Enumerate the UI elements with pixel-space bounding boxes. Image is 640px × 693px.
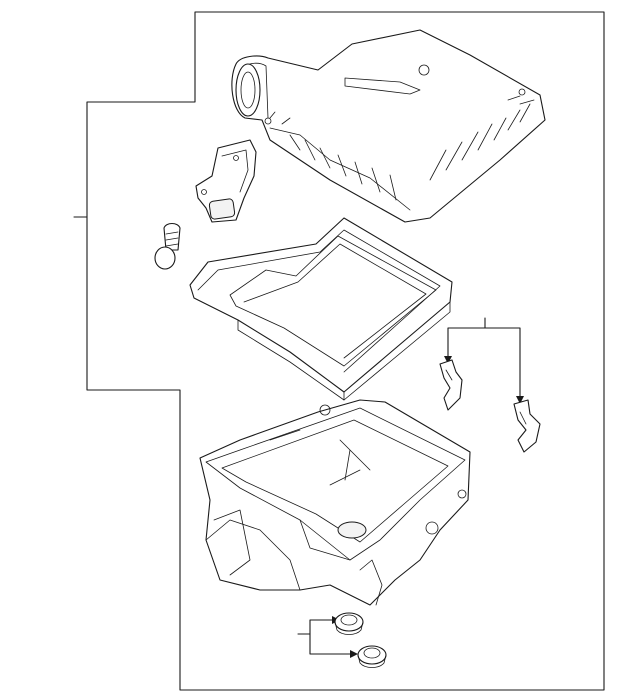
retaining-clip-alt (513, 399, 541, 453)
air-cleaner-lower-housing (199, 399, 471, 606)
screw (154, 222, 181, 270)
clip-callout (444, 317, 524, 404)
mass-air-flow-sensor (195, 139, 257, 223)
air-filter-element (189, 217, 453, 401)
air-cleaner-upper-cover (231, 29, 546, 223)
grommet-lower (357, 645, 387, 668)
grommet-upper (334, 612, 364, 635)
assembly-bracket (73, 11, 605, 691)
retaining-clip (439, 359, 463, 411)
